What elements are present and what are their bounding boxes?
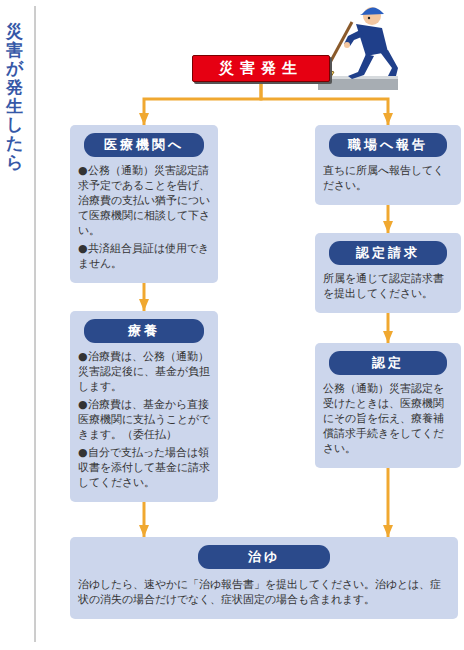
- box-text: ●治療費は、基金から直接医療機関に支払うことができます。（委任払）: [78, 397, 210, 442]
- box-text: 所属を通じて認定請求書を提出してください。: [323, 271, 453, 301]
- box-text: 治ゆしたら、速やかに「治ゆ報告書」を提出してください。治ゆとは、症状の消失の場合…: [78, 577, 450, 607]
- flow-arrow: [143, 283, 146, 311]
- worker-leg: [348, 54, 374, 79]
- flow-arrow: [144, 82, 261, 125]
- vertical-title: 災害が発生したら: [6, 22, 23, 172]
- box-text: ●治療費は、公務（通勤）災害認定後に、基金が負担します。: [78, 349, 210, 394]
- box-text: 公務（通勤）災害認定を受けたときは、医療機関にその旨を伝え、療養補償請求手続きを…: [323, 381, 453, 456]
- title-rule: [35, 6, 36, 642]
- banner-label: 災害発生: [197, 59, 325, 78]
- worker-hand: [344, 42, 350, 48]
- box-text: ●共済組合員証は使用できません。: [78, 241, 210, 271]
- worker-leg: [380, 50, 398, 76]
- box-heading: 認定請求: [329, 241, 447, 265]
- process-box: 医療機関へ ●公務（通勤）災害認定請求予定であることを告げ、治療費の支払い猶予につ…: [70, 125, 218, 283]
- event-banner: 災害発生: [192, 55, 330, 82]
- worker-eye: [368, 17, 370, 19]
- flow-arrow: [387, 468, 390, 537]
- process-box: 認定請求所属を通じて認定請求書を提出してください。: [315, 233, 461, 313]
- box-heading: 職場へ報告: [329, 133, 447, 157]
- process-box: 認定公務（通勤）災害認定を受けたときは、医療機関にその旨を伝え、療養補償請求手続…: [315, 343, 461, 468]
- process-box: 治ゆ治ゆしたら、速やかに「治ゆ報告書」を提出してください。治ゆとは、症状の消失の…: [70, 537, 458, 619]
- box-heading: 医療機関へ: [84, 133, 204, 157]
- flow-arrow: [143, 502, 146, 537]
- flow-arrow: [387, 205, 390, 233]
- box-text: ●公務（通勤）災害認定請求予定であることを告げ、治療費の支払い猶予について医療機…: [78, 163, 210, 238]
- box-heading: 療養: [84, 319, 204, 343]
- box-heading: 治ゆ: [198, 545, 330, 569]
- box-text: ●自分で支払った場合は領収書を添付して基金に請求してください。: [78, 445, 210, 490]
- worker-cap: [360, 7, 384, 15]
- box-text: 直ちに所属へ報告してください。: [323, 163, 453, 193]
- flow-arrow: [261, 82, 388, 125]
- process-box: 職場へ報告直ちに所属へ報告してください。: [315, 125, 461, 205]
- box-heading: 認定: [329, 351, 447, 375]
- process-box: 療養 ●治療費は、公務（通勤）災害認定後に、基金が負担します。●治療費は、基金から…: [70, 311, 218, 502]
- flow-arrow: [387, 313, 390, 343]
